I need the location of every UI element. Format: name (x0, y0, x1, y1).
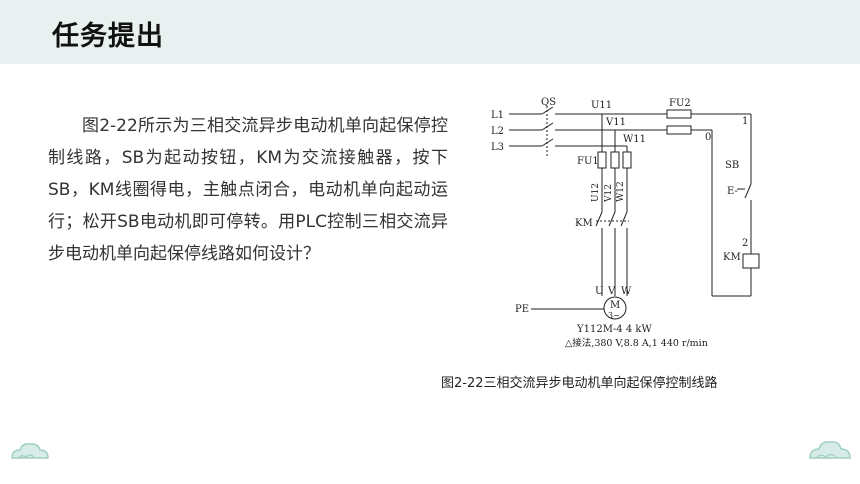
label-w: W (621, 286, 632, 297)
label-node-2: 2 (742, 238, 748, 249)
label-fu1: FU1 (577, 156, 599, 167)
label-w11: W11 (623, 134, 646, 145)
page-title: 任务提出 (52, 21, 164, 52)
label-km-coil: KM (723, 252, 741, 263)
label-l3: L3 (491, 142, 504, 153)
label-v11: V11 (605, 117, 626, 128)
label-sb: SB (725, 160, 739, 171)
label-u12: U12 (591, 183, 601, 202)
label-v12: V12 (604, 184, 614, 203)
label-qs: QS (541, 97, 556, 108)
label-fu2: FU2 (669, 98, 691, 109)
label-km-main: KM (575, 218, 593, 229)
label-pe: PE (515, 304, 529, 315)
label-sb-mark: E- (727, 186, 738, 197)
label-node-1: 1 (742, 116, 748, 127)
label-motor-m: M (610, 300, 620, 311)
label-v: V (607, 286, 616, 297)
label-u11: U11 (591, 100, 612, 111)
label-node-0: 0 (705, 132, 711, 143)
motor-model: Y112M-4 4 kW (576, 324, 652, 335)
cloud-ornament-right-icon (809, 441, 851, 459)
label-motor-3: 3~ (608, 311, 620, 320)
circuit-diagram: L1 L2 L3 QS U11 V11 W11 FU1 FU2 1 0 KM S… (491, 97, 760, 349)
label-l2: L2 (491, 126, 504, 137)
label-u: U (595, 286, 603, 297)
label-w12: W12 (616, 181, 626, 202)
header-bar (0, 0, 860, 64)
figure-caption: 图2-22三相交流异步电动机单向起保停控制线路 (441, 376, 718, 391)
motor-spec: △接法,380 V,8.8 A,1 440 r/min (565, 337, 708, 349)
label-l1: L1 (491, 110, 504, 121)
cloud-ornament-left-icon (11, 443, 49, 459)
task-description: 图2-22所示为三相交流异步电动机单向起保停控制线路，SB为起动按钮，KM为交流… (48, 116, 448, 264)
